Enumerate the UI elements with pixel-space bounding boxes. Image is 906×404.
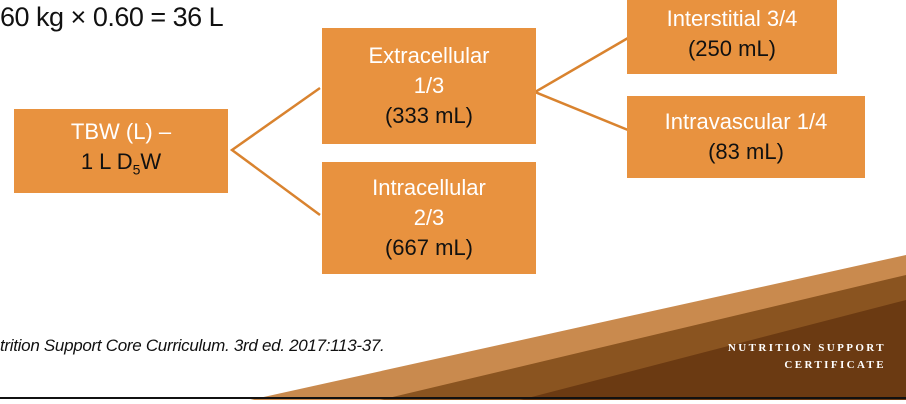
intracellular-line1: Intracellular <box>372 175 486 200</box>
citation-text: trition Support Core Curriculum. 3rd ed.… <box>0 336 385 355</box>
intravascular-box: Intravascular 1/4 (83 mL) <box>627 96 865 178</box>
brand-line1: NUTRITION SUPPORT <box>727 342 886 354</box>
tbw-box: TBW (L) – 1 L D5W <box>14 109 228 193</box>
extracellular-box: Extracellular 1/3 (333 mL) <box>322 28 536 144</box>
interstitial-box: Interstitial 3/4 (250 mL) <box>627 0 837 74</box>
interstitial-line2: (250 mL) <box>687 36 777 61</box>
intracellular-line3: (667 mL) <box>384 235 474 260</box>
intravascular-line2: (83 mL) <box>708 139 784 164</box>
intravascular-line1: Intravascular 1/4 <box>664 109 828 134</box>
extracellular-line2: 1/3 <box>413 73 445 98</box>
tbw-connector <box>229 86 321 217</box>
intracellular-line2: 2/3 <box>413 205 445 230</box>
brand-logo-text: NUTRITION SUPPORT CERTIFICATE <box>728 340 886 374</box>
interstitial-line1: Interstitial 3/4 <box>666 6 798 31</box>
extracellular-line3: (333 mL) <box>384 103 474 128</box>
bottom-rule <box>0 397 906 399</box>
brand-line2: CERTIFICATE <box>784 359 886 371</box>
intracellular-box: Intracellular 2/3 (667 mL) <box>322 162 536 274</box>
extracellular-connector <box>532 36 629 132</box>
tbw-line1: TBW (L) – <box>70 119 172 145</box>
formula-text: 60 kg × 0.60 = 36 L <box>0 2 224 32</box>
tbw-line2: 1 L D5W <box>80 149 162 178</box>
extracellular-line1: Extracellular <box>368 43 490 68</box>
footer-dark-wedge <box>520 300 906 400</box>
